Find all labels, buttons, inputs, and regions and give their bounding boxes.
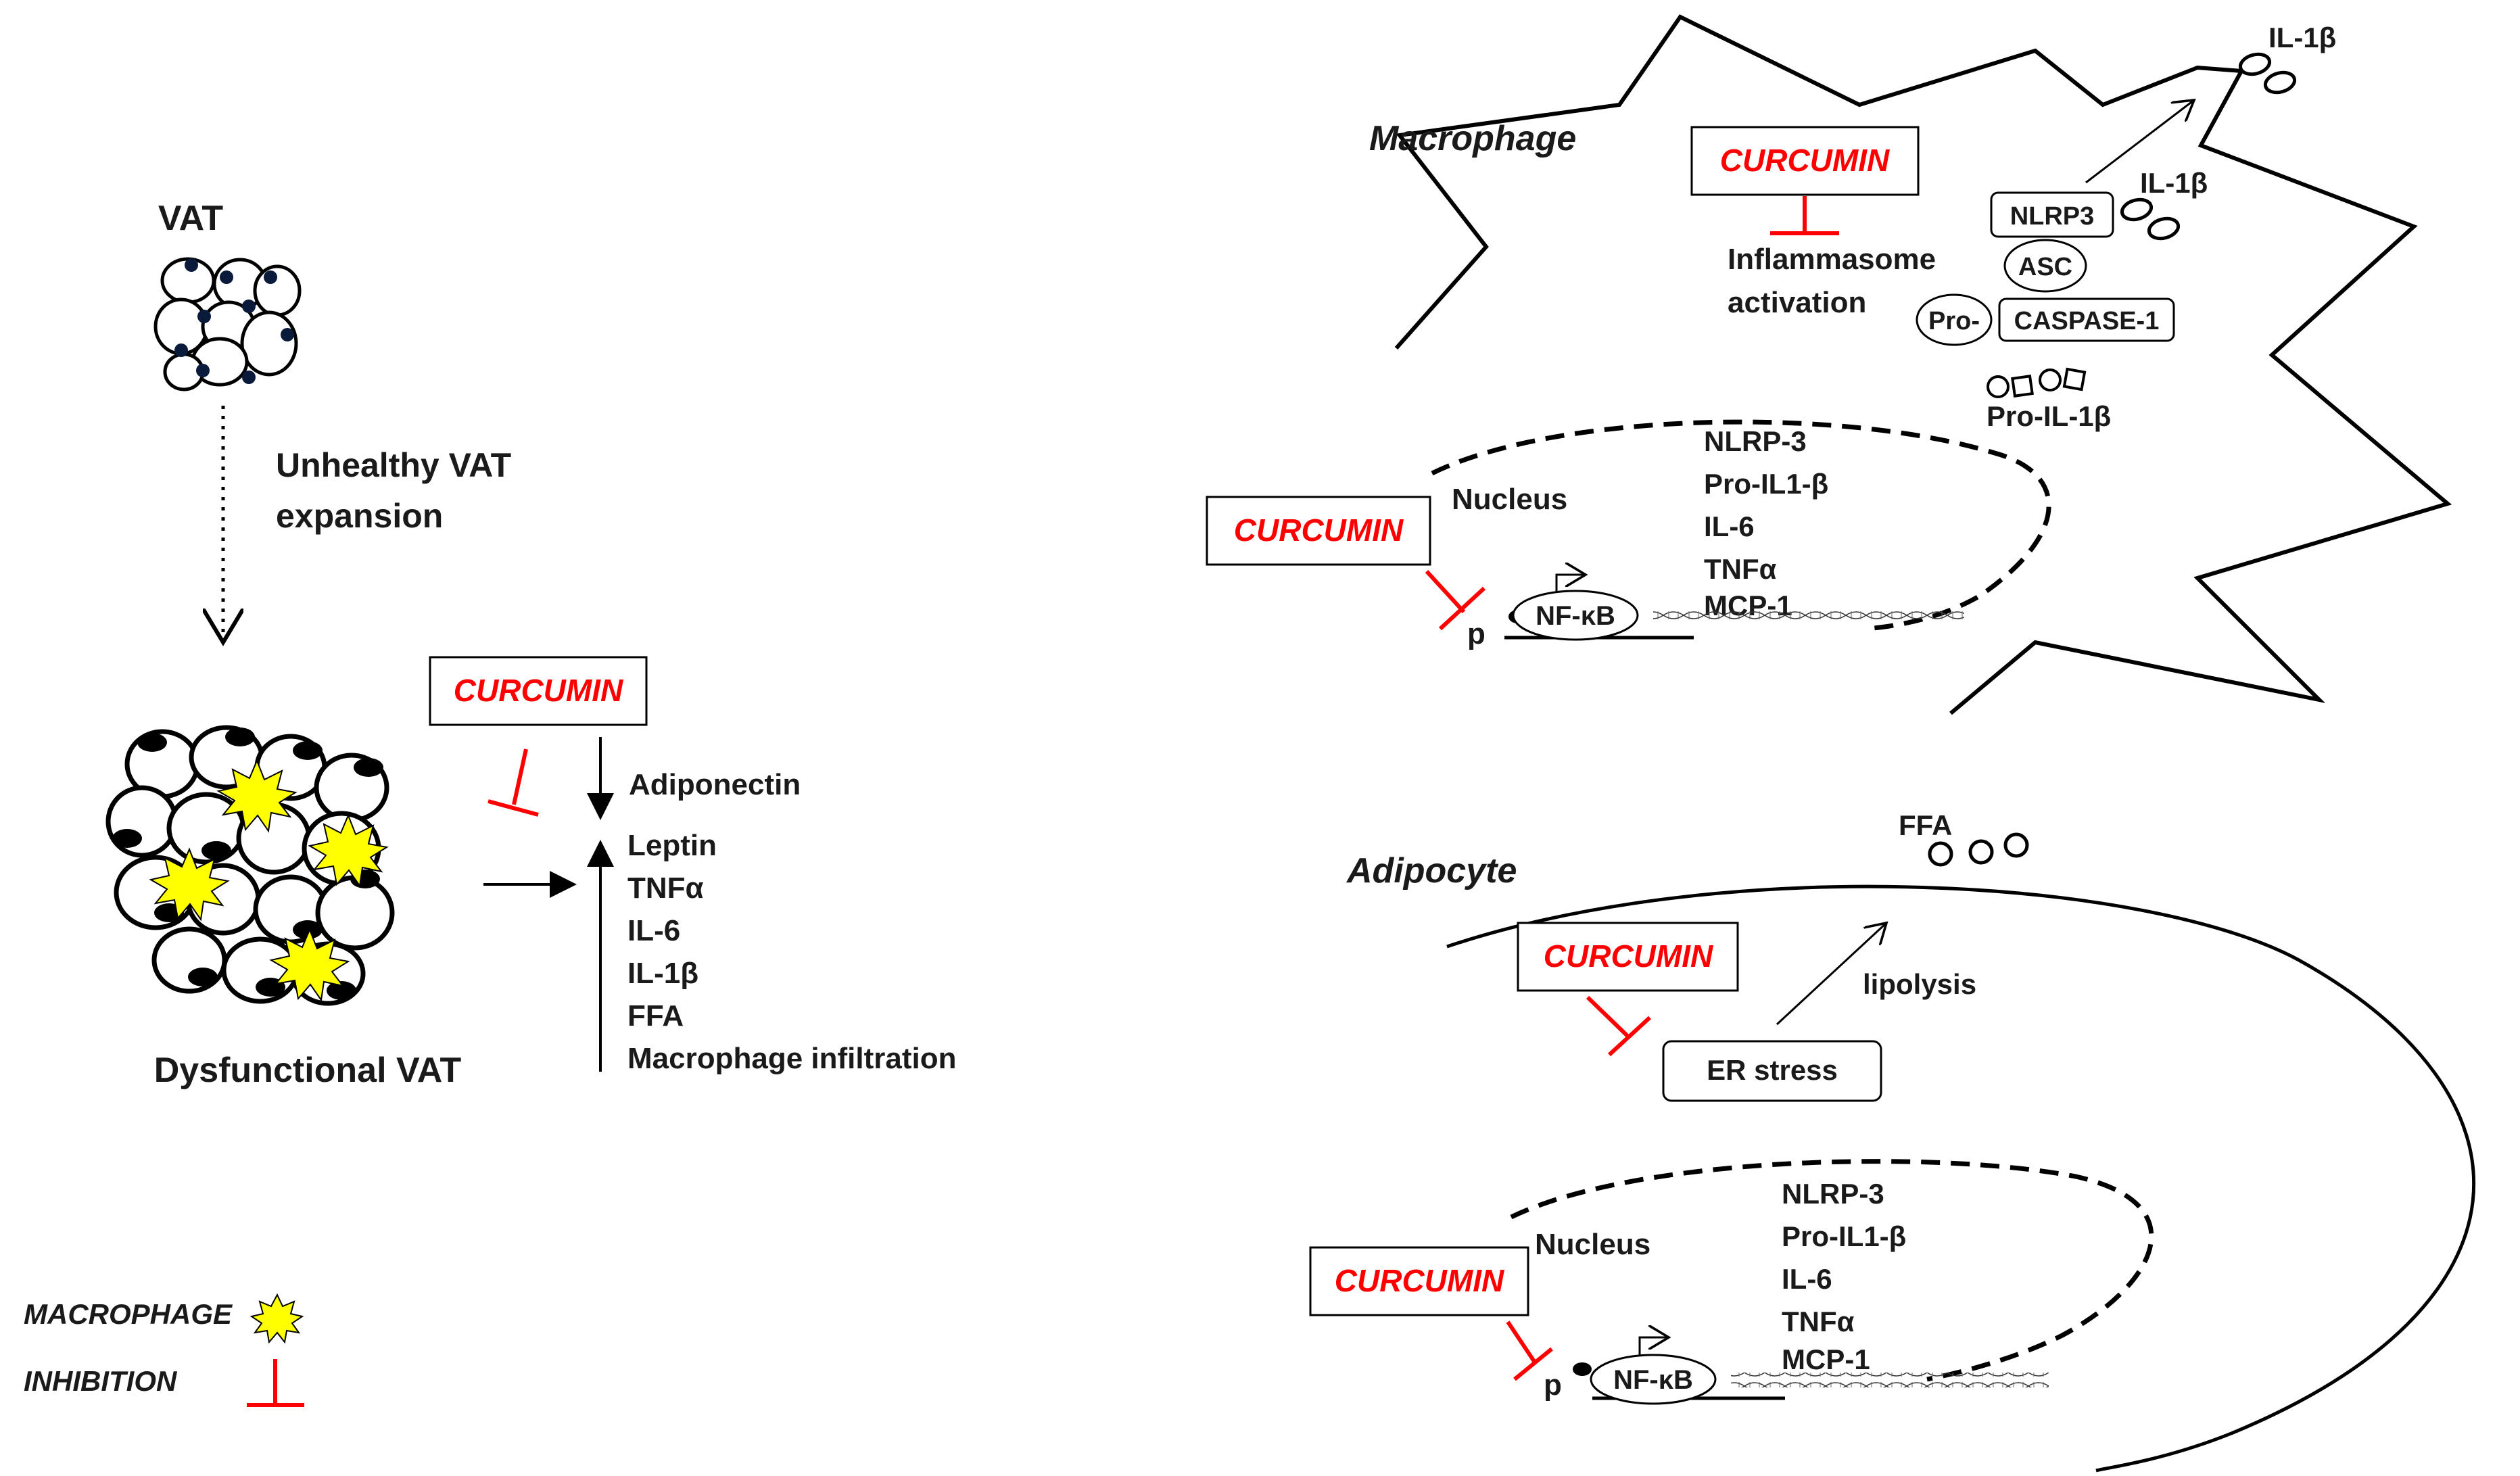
macrophage-nfkb-ellipse — [1512, 590, 1639, 641]
pro-label: Pro- — [1928, 307, 1980, 335]
nfkb-inhibition-icon-adipocyte — [1506, 1320, 1553, 1381]
dysfunctional-vat-label: Dysfunctional VAT — [154, 1051, 462, 1090]
asc-label: ASC — [2018, 253, 2072, 281]
lipolysis-label: lipolysis — [1863, 968, 1976, 1000]
adipocyte-membrane — [1446, 884, 2475, 1473]
adipocyte-gene-list: NLRP-3 Pro-IL1-β IL-6 TNFα MCP-1 — [1782, 1178, 1906, 1375]
adipocyte-er-curcumin-box — [1517, 922, 1739, 992]
macrophage-star-icon — [269, 928, 350, 1002]
vat-curcumin-label: CURCUMIN — [454, 673, 623, 708]
adipocyte-title: Adipocyte — [1346, 851, 1517, 890]
legend-macrophage-star-icon — [249, 1293, 304, 1344]
er-inhibition-icon — [1586, 995, 1652, 1057]
adipocyte-cell: Adipocyte FFA CURCUMIN ER stress lipolys… — [1309, 809, 2475, 1473]
vat-curcumin-box — [429, 656, 648, 726]
inflammasome-label-line1: Inflammasome — [1728, 243, 1936, 276]
macrophage-membrane — [1394, 14, 2452, 715]
legend-macrophage-label: MACROPHAGE — [24, 1298, 233, 1330]
transcription-arrow — [1638, 1337, 1669, 1356]
adipocyte-nfkb-label: NF-κB — [1613, 1365, 1693, 1395]
nfkb-inhibition-icon-macrophage — [1425, 569, 1486, 631]
gene-item: IL-6 — [1704, 510, 1755, 542]
inflammasome-label-line2: activation — [1728, 286, 1866, 319]
expansion-label-line2: expansion — [276, 497, 443, 535]
il1b-release-arrow — [2085, 100, 2194, 184]
increased-item: IL-1β — [627, 957, 698, 990]
macrophage-nucleus-curcumin-label: CURCUMIN — [1234, 513, 1404, 548]
ffa-molecules-icon — [1928, 832, 2029, 867]
adipocyte-nucleus-curcumin-label: CURCUMIN — [1335, 1263, 1504, 1298]
increased-item: IL-6 — [627, 914, 680, 947]
dysfunctional-vat-cluster-icon — [105, 725, 395, 1006]
nlrp3-label: NLRP3 — [2010, 202, 2095, 231]
ffa-label: FFA — [1899, 809, 1952, 841]
il1b-inner-label: IL-1β — [2140, 167, 2208, 199]
increased-item: Macrophage infiltration — [627, 1042, 956, 1075]
vat-title: VAT — [158, 199, 224, 238]
inflammasome-inhibition-icon — [1770, 196, 1839, 235]
healthy-vat-cluster-icon — [153, 257, 302, 391]
nlrp3-box — [1990, 191, 2114, 238]
gene-item: MCP-1 — [1782, 1343, 1870, 1375]
macrophage-curcumin-box — [1690, 126, 1920, 196]
macrophage-curcumin-label: CURCUMIN — [1720, 143, 1890, 178]
vat-inhibition-icon — [488, 748, 539, 817]
macrophage-dna-icon — [1653, 610, 1964, 625]
caspase-label: CASPASE-1 — [2014, 307, 2160, 335]
macrophage-star-icon — [149, 847, 230, 922]
gene-item: Pro-IL1-β — [1782, 1220, 1906, 1252]
adipocyte-er-curcumin-label: CURCUMIN — [1544, 938, 1713, 974]
decreased-item: Adiponectin — [629, 768, 801, 801]
macrophage-nfkb-label: NF-κB — [1536, 601, 1615, 631]
caspase-box — [1998, 297, 2175, 342]
gene-item: NLRP-3 — [1782, 1178, 1884, 1210]
il1b-molecules-icon — [2120, 197, 2181, 241]
lipolysis-arrow — [1776, 923, 1886, 1026]
phosphate-dot — [1573, 1362, 1592, 1376]
pro-il1b-label: Pro-IL-1β — [1987, 400, 2111, 432]
increased-list: Leptin TNFα IL-6 IL-1β FFA Macrophage in… — [627, 829, 956, 1075]
macrophage-title: Macrophage — [1369, 119, 1576, 158]
adipocyte-p-label: p — [1544, 1368, 1562, 1402]
pro-il1b-molecules-icon — [1987, 367, 2087, 398]
asc-ellipse — [2003, 239, 2087, 293]
increased-item: TNFα — [627, 872, 704, 905]
legend-inhibition-label: INHIBITION — [24, 1365, 178, 1397]
gene-item: IL-6 — [1782, 1263, 1832, 1295]
pro-ellipse — [1916, 293, 1993, 346]
adipocyte-nucleus-label: Nucleus — [1535, 1228, 1650, 1261]
adipocyte-dna-icon — [1731, 1373, 2049, 1387]
er-stress-label: ER stress — [1707, 1054, 1838, 1086]
macrophage-p-label: p — [1467, 617, 1485, 650]
il1b-outer-label: IL-1β — [2268, 22, 2336, 53]
adipocyte-nfkb-ellipse — [1590, 1354, 1717, 1405]
vat-panel: VAT Unhealthy VAT e — [105, 199, 956, 1090]
adipocyte-nucleus-curcumin-box — [1309, 1246, 1529, 1316]
macrophage-nucleus-label: Nucleus — [1452, 483, 1567, 516]
macrophage-gene-list: NLRP-3 Pro-IL1-β IL-6 TNFα MCP-1 — [1704, 425, 1828, 621]
increased-item: Leptin — [627, 829, 717, 862]
macrophage-nucleus-envelope — [1431, 419, 2051, 632]
increased-item: FFA — [627, 999, 684, 1032]
gene-item: Pro-IL1-β — [1704, 468, 1828, 500]
legend-inhibition-icon — [247, 1359, 304, 1407]
gene-item: NLRP-3 — [1704, 425, 1807, 457]
er-stress-box — [1662, 1040, 1882, 1102]
gene-item: TNFα — [1704, 553, 1777, 585]
gene-item: TNFα — [1782, 1306, 1855, 1337]
transcription-arrow — [1555, 575, 1586, 592]
macrophage-cell: Macrophage CURCUMIN Inflammasome activat… — [1206, 14, 2452, 715]
macrophage-star-icon — [216, 759, 298, 833]
legend: MACROPHAGE INHIBITION — [24, 1293, 304, 1407]
macrophage-star-icon — [308, 813, 389, 888]
expansion-label-line1: Unhealthy VAT — [276, 446, 511, 484]
macrophage-nucleus-curcumin-box — [1206, 496, 1431, 566]
il1b-secreted-molecules-icon — [2238, 52, 2297, 95]
